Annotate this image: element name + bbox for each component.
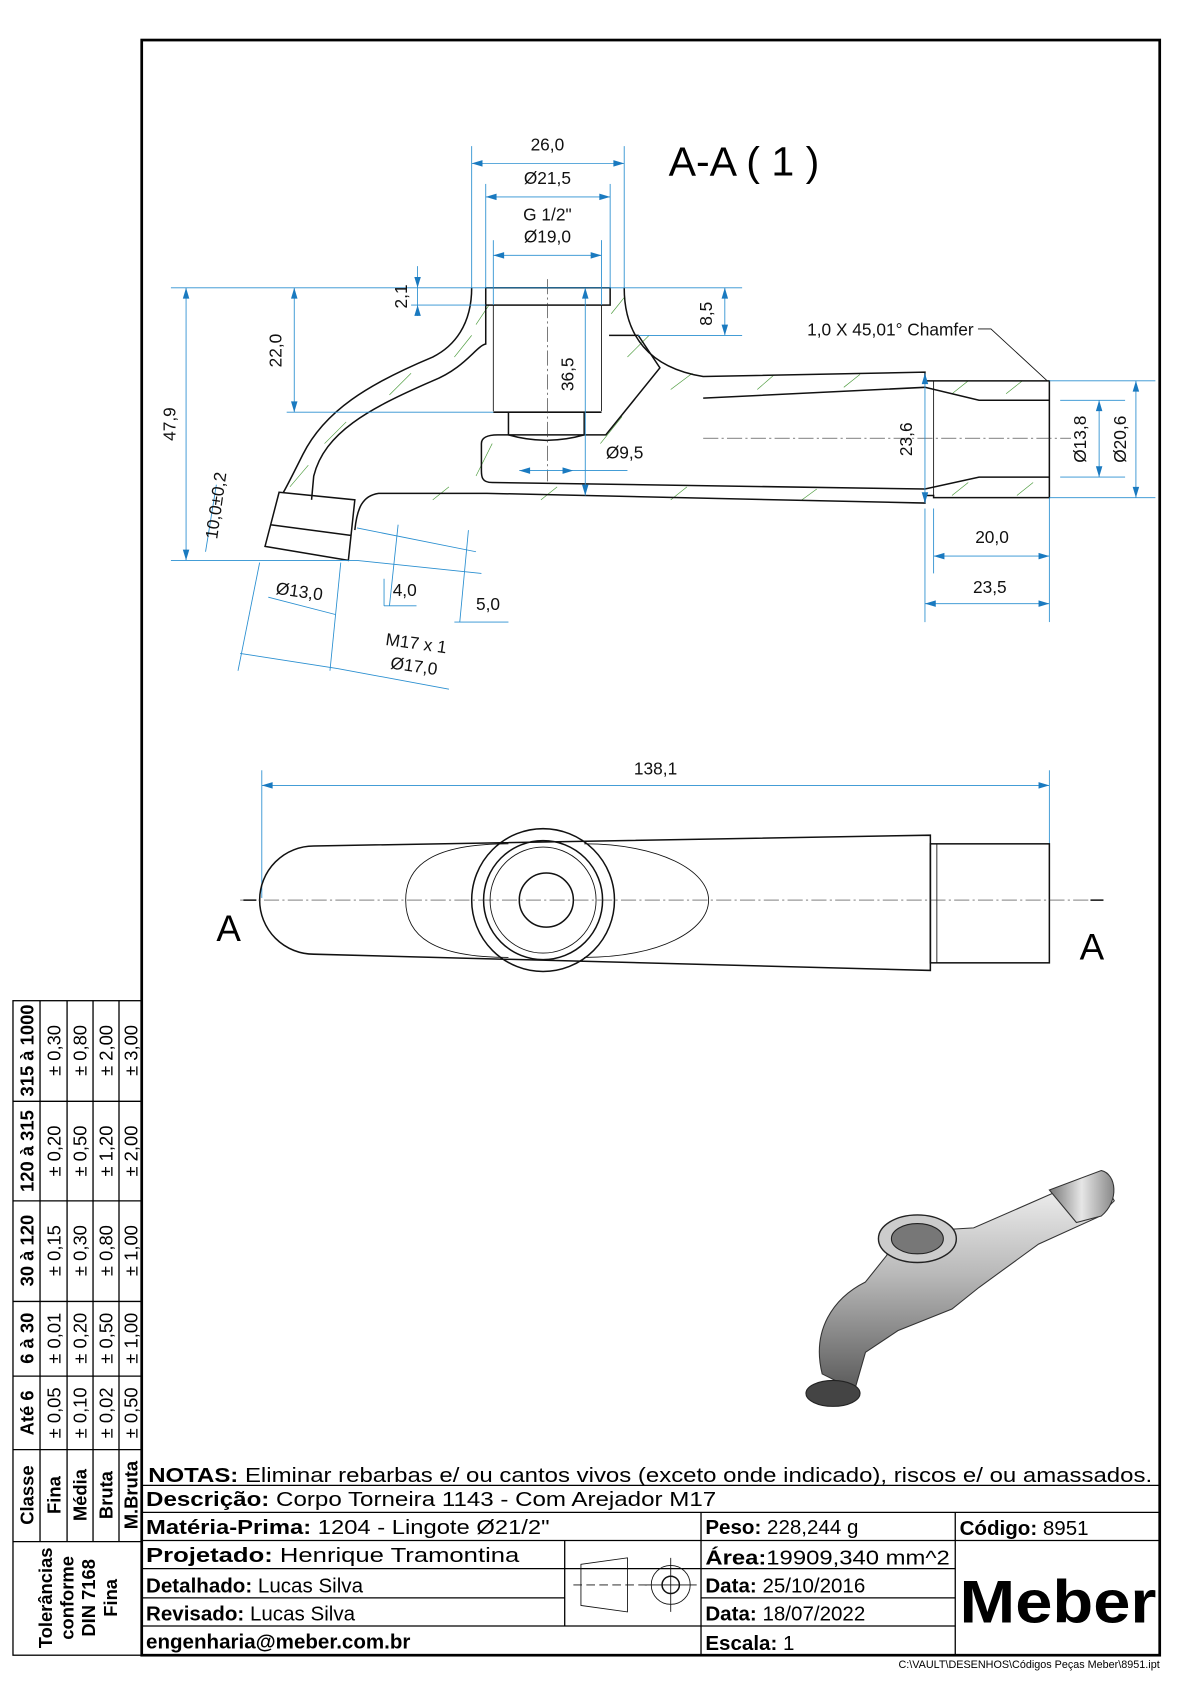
notes: NOTAS: Eliminar rebarbas e/ ou cantos vi… (148, 1464, 1152, 1487)
tol-footer-line: conforme (57, 1556, 78, 1640)
dim-13-8: Ø13,8 (1070, 416, 1090, 463)
tol-row-mbruta: M.Bruta ± 0,50 ± 1,00 ± 1,00 ± 2,00 ± 3,… (120, 1025, 141, 1529)
tol-header-range-4: 120 à 315 (17, 1110, 38, 1192)
dim-17: Ø17,0 (389, 653, 438, 679)
dim-22: 22,0 (265, 334, 285, 368)
section-view: A-A ( 1 ) (159, 134, 1156, 690)
meber-logo: Meber (960, 1568, 1157, 1636)
dim-23-6: 23,6 (896, 422, 916, 456)
tol-footer-line: Fina (100, 1578, 121, 1617)
tol-footer-line: Tolerâncias (35, 1547, 56, 1648)
tol-row-media: Média ± 0,10 ± 0,20 ± 0,30 ± 0,50 ± 0,80 (70, 1025, 91, 1521)
dim-23-5: 23,5 (973, 577, 1007, 597)
faucet-inner-left-profile (310, 305, 487, 500)
chamfer-note: 1,0 X 45,01° Chamfer (807, 319, 974, 339)
dim-overall-length: 138,1 (634, 759, 677, 779)
section-mark-left: A (216, 908, 241, 949)
tol-row-fina: Fina ± 0,05 ± 0,01 ± 0,15 ± 0,20 ± 0,30 (44, 1025, 65, 1514)
codigo: Código: 8951 (960, 1517, 1089, 1540)
tol-header-class: Classe (17, 1465, 38, 1524)
faucet-inner-bore (480, 334, 1050, 490)
plan-view: 138,1 A A (216, 759, 1105, 973)
email: engenharia@meber.com.br (146, 1631, 410, 1654)
dim-47-9: 47,9 (159, 407, 179, 441)
tol-row-bruta: Bruta ± 0,02 ± 0,50 ± 0,80 ± 1,20 ± 2,00 (96, 1025, 117, 1519)
dim-4: 4,0 (393, 580, 417, 600)
tol-value: ± 0,10 (70, 1387, 91, 1438)
section-mark-right: A (1080, 927, 1105, 968)
tol-value: ± 0,30 (44, 1025, 65, 1076)
tol-value: ± 0,50 (96, 1313, 117, 1364)
tol-value: ± 0,01 (44, 1313, 65, 1364)
tol-footer: Tolerâncias conforme DIN 7168 Fina (35, 1547, 121, 1648)
tol-value: ± 0,15 (44, 1225, 65, 1276)
thread-end (929, 843, 1051, 964)
tol-class: Bruta (96, 1470, 117, 1519)
title-block: NOTAS: Eliminar rebarbas e/ ou cantos vi… (141, 1464, 1160, 1671)
tol-value: ± 0,30 (70, 1225, 91, 1276)
projetado: Projetado: Henrique Tramontina (146, 1544, 520, 1567)
tol-value: ± 0,20 (44, 1126, 65, 1177)
descricao: Descrição: Corpo Torneira 1143 - Com Are… (146, 1488, 716, 1511)
dim-8-5: 8,5 (696, 302, 716, 326)
tol-class: Média (70, 1468, 91, 1521)
tol-footer-line: DIN 7168 (78, 1559, 99, 1637)
tol-class: M.Bruta (120, 1460, 141, 1529)
tol-header-range-2: 6 à 30 (17, 1313, 38, 1364)
section-title: A-A ( 1 ) (669, 138, 820, 184)
projection-symbol-icon (573, 1557, 697, 1613)
dim-20: 20,0 (975, 527, 1009, 547)
faucet-body-outline (258, 834, 932, 972)
detalhado: Detalhado: Lucas Silva (146, 1574, 364, 1597)
tol-value: ± 0,80 (70, 1025, 91, 1076)
drawing-frame (140, 38, 1162, 1657)
tol-value: ± 3,00 (120, 1025, 141, 1076)
dim-10-tolerance: 10,0±0,2 (201, 471, 230, 540)
tol-value: ± 2,00 (120, 1126, 141, 1177)
dim-9-5: Ø9,5 (606, 443, 644, 463)
dim-5: 5,0 (476, 594, 500, 614)
tol-value: ± 1,00 (120, 1225, 141, 1276)
tol-value: ± 0,20 (70, 1313, 91, 1364)
area: Área:19909,340 mm^2 (705, 1546, 949, 1569)
tol-header-range-3: 30 à 120 (17, 1215, 38, 1287)
dimension-lines (170, 146, 1156, 690)
dim-2-1: 2,1 (391, 284, 411, 308)
tol-header-range-5: 315 à 1000 (17, 1004, 38, 1096)
file-path: C:\VAULT\DESENHOS\Códigos Peças Meber\89… (898, 1659, 1159, 1671)
aerator-mouth (264, 491, 356, 562)
tol-header-range-1: Até 6 (17, 1390, 38, 1435)
dim-20-6: Ø20,6 (1110, 416, 1130, 463)
revisado: Revisado: Lucas Silva (146, 1603, 356, 1626)
tol-value: ± 0,50 (120, 1387, 141, 1438)
data-criacao: Data: 25/10/2016 (705, 1574, 865, 1597)
faucet-outer-top-profile (282, 287, 473, 493)
faucet-outer-right-profile (354, 287, 1051, 531)
dim-g-half-inch: G 1/2" (523, 205, 571, 225)
peso: Peso: 228,244 g (705, 1516, 858, 1539)
escala: Escala: 1 (705, 1632, 794, 1655)
data-revisao: Data: 18/07/2022 (705, 1603, 865, 1626)
tol-value: ± 1,20 (96, 1126, 117, 1177)
tol-value: ± 0,80 (96, 1225, 117, 1276)
tol-value: ± 2,00 (96, 1025, 117, 1076)
isometric-view (805, 1169, 1115, 1407)
inlet-counterbore (484, 287, 611, 306)
tol-value: ± 1,00 (120, 1313, 141, 1364)
dim-36-5: 36,5 (557, 357, 577, 391)
tolerance-table: 315 à 1000 120 à 315 30 à 120 6 à 30 Até… (12, 1000, 143, 1656)
chamfer-leader (977, 328, 1048, 382)
dim-21-5: Ø21,5 (524, 168, 571, 188)
tol-class: Fina (44, 1475, 65, 1514)
materia-prima: Matéria-Prima: 1204 - Lingote Ø21/2" (146, 1516, 550, 1539)
dim-26: 26,0 (531, 134, 565, 154)
tol-value: ± 0,02 (96, 1387, 117, 1438)
tol-value: ± 0,50 (70, 1126, 91, 1177)
tol-value: ± 0,05 (44, 1387, 65, 1438)
dim-19: Ø19,0 (524, 226, 571, 246)
